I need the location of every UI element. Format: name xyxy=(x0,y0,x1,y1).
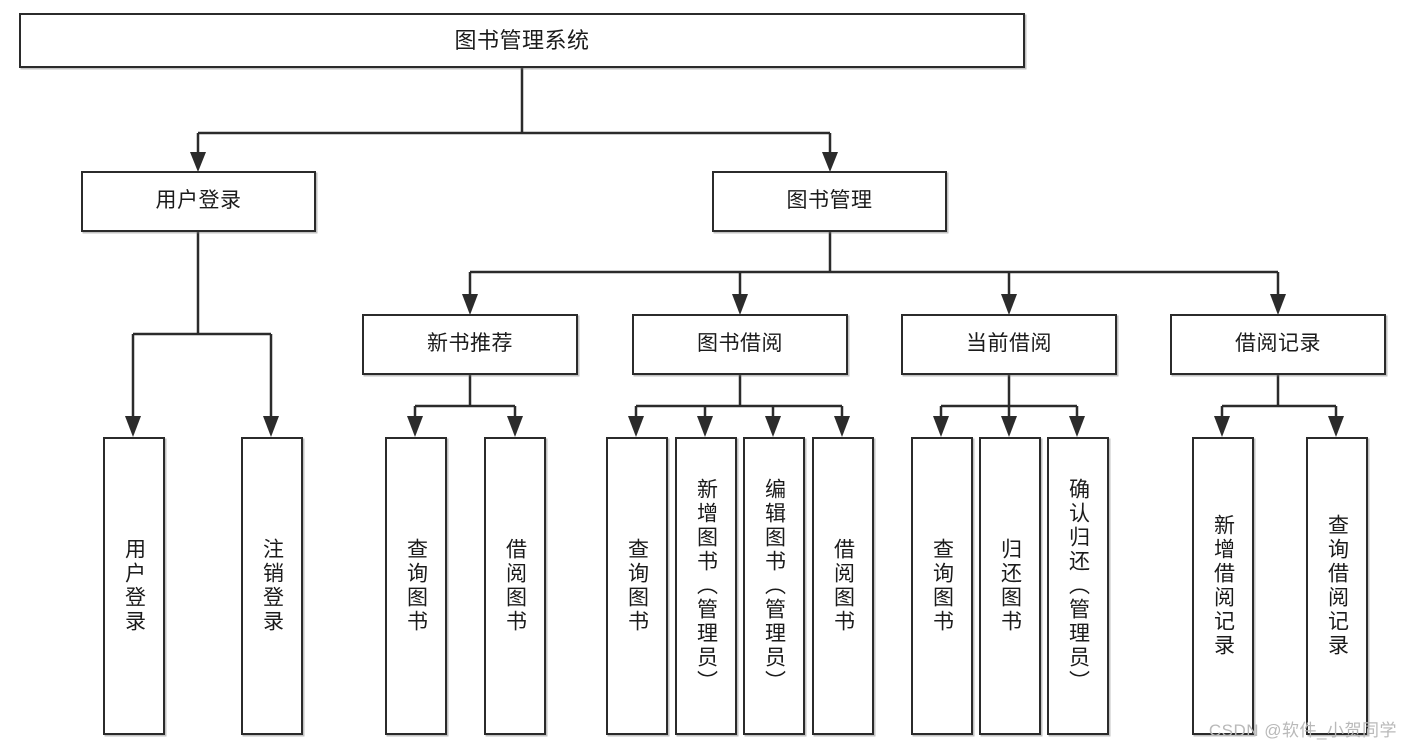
arrowhead-leaf-query-book-borrow xyxy=(628,416,644,437)
node-leaf-return-book[interactable]: 归还图书 xyxy=(979,437,1041,735)
node-leaf-query-book-rec-label: 查询图书 xyxy=(404,538,428,634)
arrowhead-new-book-rec xyxy=(462,294,478,315)
csdn-watermark: CSDN @软件_小贺同学 xyxy=(1208,721,1397,740)
node-leaf-add-book-label: 新增图书（管理员） xyxy=(694,478,718,694)
arrowhead-leaf-edit-book xyxy=(765,416,781,437)
node-new-book-rec-label: 新书推荐 xyxy=(427,332,513,356)
node-leaf-query-book-borrow-label: 查询图书 xyxy=(625,538,649,634)
node-user-login[interactable]: 用户登录 xyxy=(81,171,316,232)
arrowhead-leaf-borrow-book-rec xyxy=(507,416,523,437)
arrowhead-leaf-add-record xyxy=(1214,416,1230,437)
node-root[interactable]: 图书管理系统 xyxy=(19,13,1025,68)
node-borrow-record[interactable]: 借阅记录 xyxy=(1170,314,1386,375)
node-current-borrow[interactable]: 当前借阅 xyxy=(901,314,1117,375)
node-leaf-user-logout-label: 注销登录 xyxy=(260,538,284,634)
node-leaf-add-record-label: 新增借阅记录 xyxy=(1211,514,1235,658)
node-leaf-return-book-label: 归还图书 xyxy=(998,538,1022,634)
arrowhead-current-borrow xyxy=(1001,294,1017,315)
node-leaf-query-record[interactable]: 查询借阅记录 xyxy=(1306,437,1368,735)
arrowhead-leaf-query-record xyxy=(1328,416,1344,437)
node-new-book-rec[interactable]: 新书推荐 xyxy=(362,314,578,375)
node-leaf-confirm-return-label: 确认归还（管理员） xyxy=(1066,478,1090,694)
arrowhead-leaf-user-login xyxy=(125,416,141,437)
node-user-login-label: 用户登录 xyxy=(155,189,242,213)
node-leaf-borrow-book-rec-label: 借阅图书 xyxy=(503,538,527,634)
node-leaf-add-record[interactable]: 新增借阅记录 xyxy=(1192,437,1254,735)
arrowhead-leaf-return-book xyxy=(1001,416,1017,437)
node-leaf-add-book[interactable]: 新增图书（管理员） xyxy=(675,437,737,735)
node-leaf-borrow-book-label: 借阅图书 xyxy=(831,538,855,634)
node-current-borrow-label: 当前借阅 xyxy=(966,332,1052,356)
arrowhead-leaf-user-logout xyxy=(263,416,279,437)
arrowhead-leaf-add-book xyxy=(697,416,713,437)
node-borrow-record-label: 借阅记录 xyxy=(1235,332,1321,356)
node-root-label: 图书管理系统 xyxy=(454,27,590,53)
arrowhead-leaf-borrow-book xyxy=(834,416,850,437)
arrowhead-book-borrow xyxy=(732,294,748,315)
node-leaf-query-book-rec[interactable]: 查询图书 xyxy=(385,437,447,735)
node-book-borrow[interactable]: 图书借阅 xyxy=(632,314,848,375)
node-book-manage[interactable]: 图书管理 xyxy=(712,171,947,232)
arrowhead-leaf-confirm-return xyxy=(1069,416,1085,437)
arrowhead-book-manage xyxy=(822,152,838,172)
node-leaf-confirm-return[interactable]: 确认归还（管理员） xyxy=(1047,437,1109,735)
node-book-borrow-label: 图书借阅 xyxy=(697,332,783,356)
arrowhead-leaf-query-book-rec xyxy=(407,416,423,437)
node-leaf-query-book-current-label: 查询图书 xyxy=(930,538,954,634)
arrowhead-borrow-record xyxy=(1270,294,1286,315)
node-leaf-user-login[interactable]: 用户登录 xyxy=(103,437,165,735)
node-leaf-query-record-label: 查询借阅记录 xyxy=(1325,514,1349,658)
node-leaf-edit-book-label: 编辑图书（管理员） xyxy=(762,478,786,694)
node-leaf-borrow-book[interactable]: 借阅图书 xyxy=(812,437,874,735)
arrowhead-user-login xyxy=(190,152,206,172)
node-book-manage-label: 图书管理 xyxy=(786,189,873,213)
node-leaf-edit-book[interactable]: 编辑图书（管理员） xyxy=(743,437,805,735)
node-leaf-user-login-label: 用户登录 xyxy=(122,538,146,634)
node-leaf-borrow-book-rec[interactable]: 借阅图书 xyxy=(484,437,546,735)
node-leaf-query-book-current[interactable]: 查询图书 xyxy=(911,437,973,735)
arrowhead-leaf-query-book-current xyxy=(933,416,949,437)
node-leaf-user-logout[interactable]: 注销登录 xyxy=(241,437,303,735)
node-leaf-query-book-borrow[interactable]: 查询图书 xyxy=(606,437,668,735)
